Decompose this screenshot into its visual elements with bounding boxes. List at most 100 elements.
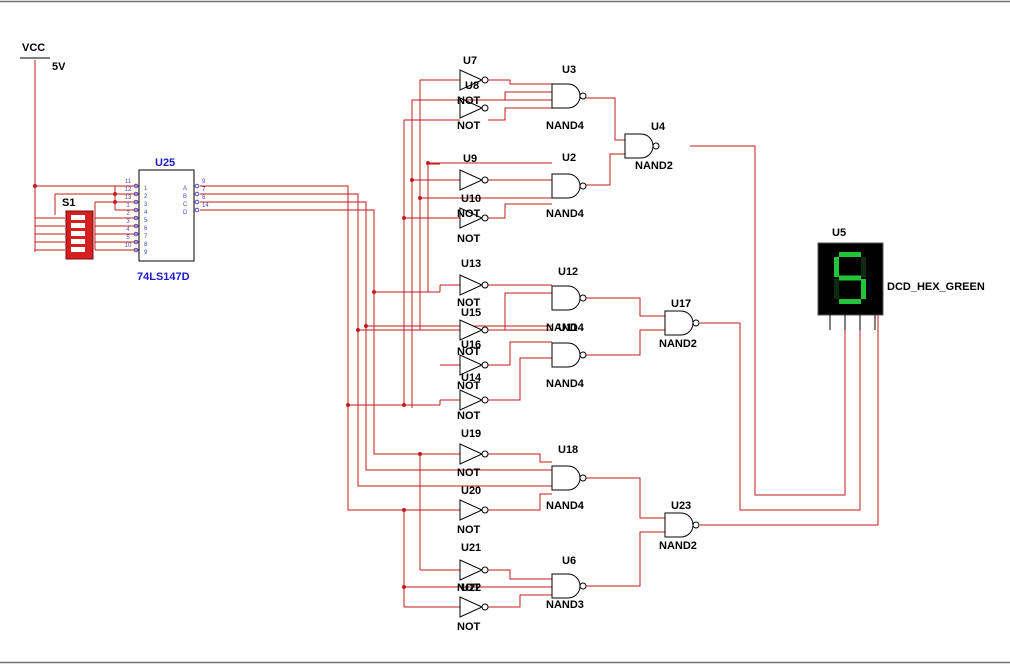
encoder-input-pin xyxy=(133,215,139,221)
encoder-output-label: D xyxy=(183,210,188,216)
label-u11: U11 xyxy=(558,322,578,334)
encoder-input-label: 3 xyxy=(144,202,148,208)
label-u22: U22 xyxy=(461,582,481,594)
label-u23: U23 xyxy=(671,500,691,512)
encoder-out-pin-num: 14 xyxy=(202,203,209,209)
encoder-input-pin xyxy=(133,207,139,213)
junctions xyxy=(33,161,430,589)
encoder-output-pin xyxy=(194,207,200,213)
segment-a xyxy=(839,252,861,257)
label-u8: U8 xyxy=(465,80,479,92)
encoder-input-label: 1 xyxy=(144,186,148,192)
encoder-out-pin-num: 9 xyxy=(202,179,206,185)
type-u21: NOT xyxy=(457,582,481,594)
type-u22: NOT xyxy=(457,621,481,633)
type-u10: NOT xyxy=(457,233,481,245)
type-u9: NOT xyxy=(457,208,481,220)
label-u4: U4 xyxy=(651,121,666,133)
encoder-input-pin xyxy=(133,183,139,189)
segment-d xyxy=(839,299,861,304)
encoder-input-label: 9 xyxy=(144,250,148,256)
label-u18: U18 xyxy=(558,444,578,456)
seven-segment-digit xyxy=(834,252,866,304)
encoder-input-label: 6 xyxy=(144,226,148,232)
label-u19: U19 xyxy=(461,428,481,440)
encoder-input-pin xyxy=(133,231,139,237)
gate-labels: U7 U8 NOT NOT U3 NAND4 U4 NAND2 U9 U10 N… xyxy=(457,55,697,633)
label-u15: U15 xyxy=(461,307,481,319)
type-u7: NOT xyxy=(457,95,481,107)
label-u9: U9 xyxy=(463,153,477,165)
segment-f xyxy=(834,257,839,277)
encoder-output-label: A xyxy=(183,186,187,192)
label-u14: U14 xyxy=(461,372,482,384)
dip-switch-s1[interactable]: S1 xyxy=(62,197,94,260)
encoder-input-pin xyxy=(133,199,139,205)
type-u19: NOT xyxy=(457,467,481,479)
vcc-voltage: 5V xyxy=(52,61,66,73)
encoder-input-pin xyxy=(133,239,139,245)
segment-g xyxy=(839,275,861,281)
label-u12: U12 xyxy=(558,266,578,278)
switch-label: S1 xyxy=(62,197,75,209)
encoder-out-pin-num: 7 xyxy=(202,187,206,193)
encoder-pin-num: 11 xyxy=(125,179,132,185)
display-ref: U5 xyxy=(832,227,846,239)
encoder-part: 74LS147D xyxy=(137,271,190,283)
encoder-pin-num: 1 xyxy=(126,203,130,209)
encoder-output-label: B xyxy=(183,194,187,200)
encoder-ref: U25 xyxy=(155,157,175,169)
encoder-input-label: 5 xyxy=(144,218,148,224)
type-u13: NOT xyxy=(457,297,481,309)
type-u2: NAND4 xyxy=(546,208,585,220)
label-u16: U16 xyxy=(461,339,481,351)
segment-c xyxy=(861,279,866,299)
type-u12: NAND4 xyxy=(546,322,585,334)
label-u20: U20 xyxy=(461,485,481,497)
encoder-out-pin-num: 6 xyxy=(202,195,206,201)
encoder-input-pin xyxy=(133,247,139,253)
encoder-input-pin xyxy=(133,191,139,197)
encoder-pin-num: 13 xyxy=(125,195,132,201)
type-u14: NOT xyxy=(457,410,481,422)
type-u4: NAND2 xyxy=(635,160,673,172)
encoder-input-label: 7 xyxy=(144,234,148,240)
type-u17: NAND2 xyxy=(659,338,697,350)
type-u20: NOT xyxy=(457,524,481,536)
encoder-pin-num: 4 xyxy=(126,227,130,233)
label-u21: U21 xyxy=(461,542,481,554)
type-u6: NAND3 xyxy=(546,599,584,611)
encoder-74ls147[interactable]: U25 74LS147D 1112131234510123456789ABCD9… xyxy=(125,157,210,283)
encoder-output-pin xyxy=(194,183,200,189)
encoder-pin-num: 2 xyxy=(126,211,130,217)
encoder-pin-num: 12 xyxy=(125,187,132,193)
type-u11: NAND4 xyxy=(546,378,585,390)
encoder-input-label: 8 xyxy=(144,242,148,248)
type-u15: NOT xyxy=(457,346,481,358)
label-u13: U13 xyxy=(461,258,481,270)
vcc-source[interactable]: VCC 5V xyxy=(20,42,66,73)
type-u23: NAND2 xyxy=(659,540,697,552)
type-u3: NAND4 xyxy=(546,120,585,132)
label-u2: U2 xyxy=(562,152,576,164)
label-u7: U7 xyxy=(463,55,477,67)
encoder-input-pin xyxy=(133,223,139,229)
label-u10: U10 xyxy=(461,193,481,205)
encoder-input-label: 2 xyxy=(144,194,148,200)
type-u8: NOT xyxy=(457,120,481,132)
vcc-label: VCC xyxy=(22,42,45,54)
encoder-output-pin xyxy=(194,191,200,197)
type-u16: NOT xyxy=(457,380,481,392)
encoder-pin-num: 3 xyxy=(126,219,130,225)
encoder-output-label: C xyxy=(183,202,188,208)
encoder-pin-num: 10 xyxy=(125,243,132,249)
label-u6: U6 xyxy=(562,555,576,567)
label-u3: U3 xyxy=(562,64,576,76)
wires xyxy=(34,60,879,608)
segment-b xyxy=(861,257,866,277)
encoder-input-label: 4 xyxy=(144,210,148,216)
hex-display-u5[interactable]: U5 DCD_HEX_GREEN xyxy=(817,227,985,330)
encoder-pin-num: 5 xyxy=(126,235,130,241)
